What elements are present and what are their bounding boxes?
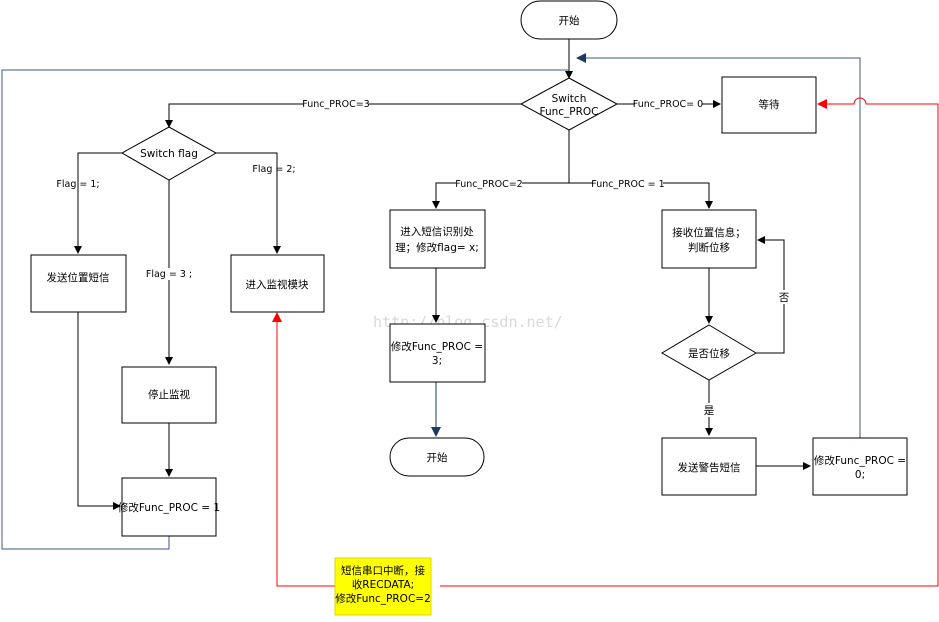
edge-label-yes: 是 <box>704 405 715 417</box>
modify-proc-1-label: 修改Func_PROC = 1 <box>118 501 220 514</box>
node-labels: 开始 Switch Func_PROC 等待 Switch flag 发送位置短… <box>47 14 907 605</box>
start-bottom-label: 开始 <box>427 451 448 464</box>
interrupt-box <box>334 557 432 616</box>
edge-label-proc3: Func_PROC=3 <box>302 99 369 110</box>
modify-proc-0-label-1: 修改Func_PROC = <box>814 454 906 467</box>
send-alarm-box <box>661 437 757 496</box>
edge-label-flag3: Flag = 3 ; <box>146 269 192 280</box>
edge-label-proc1: Func_PROC = 1 <box>591 179 664 190</box>
sms-process-label-1: 进入短信识别处 <box>400 225 474 238</box>
modify-proc-3-box <box>389 323 486 383</box>
edge-label-flag2: Flag = 2; <box>252 164 295 175</box>
edge-label-no: 否 <box>779 292 790 304</box>
edge-label-flag1: Flag = 1; <box>56 179 99 190</box>
edge-modify1-loop-back <box>1 69 569 550</box>
modify-proc-0-box <box>812 437 908 496</box>
switch-proc-label-1: Switch <box>552 93 587 105</box>
edge-label-proc0: Func_PROC= 0 <box>633 99 703 110</box>
edge-proc2-to-sms <box>432 182 569 209</box>
edge-label-proc2: Func_PROC=2 <box>455 179 522 190</box>
wait-box <box>721 76 817 134</box>
wait-label: 等待 <box>759 98 780 111</box>
edge-flag2 <box>216 152 281 254</box>
edge-labels: Func_PROC=3 Func_PROC= 0 Func_PROC=2 Fun… <box>56 98 791 417</box>
modify-proc-3-label-2: 3; <box>432 355 442 367</box>
edge-interrupt-to-wait <box>440 97 939 587</box>
interrupt-label-3: 修改Func_PROC=2 <box>335 592 431 605</box>
enter-monitor-box <box>230 254 325 313</box>
edge-modify0-loop-back <box>576 53 861 438</box>
modify-proc-1-box <box>121 477 217 537</box>
edge-send-to-modify1 <box>77 312 121 510</box>
stop-monitor-label: 停止监视 <box>148 388 190 401</box>
sms-process-box <box>389 209 486 269</box>
send-location-sms-box <box>30 254 127 313</box>
edge-flag1 <box>74 152 122 254</box>
receive-location-label-1: 接收位置信息； <box>672 226 746 239</box>
start-terminal-bottom <box>389 437 485 477</box>
start-terminal-top <box>520 0 618 40</box>
switch-proc-label-2: Func_PROC <box>539 106 598 118</box>
send-location-sms-label: 发送位置短信 <box>47 271 110 284</box>
edge-proc3-to-switch-flag <box>165 103 521 128</box>
modify-proc-0-label-2: 0; <box>855 469 865 481</box>
switch-flag-label: Switch flag <box>140 148 198 160</box>
edge-interrupt-to-monitor <box>272 312 335 587</box>
sms-process-label-2: 理；修改flag= x; <box>395 241 479 254</box>
modify-proc-3-label-1: 修改Func_PROC = <box>391 340 483 353</box>
start-top-label: 开始 <box>559 14 580 27</box>
enter-monitor-label: 进入监视模块 <box>246 278 309 291</box>
send-alarm-label: 发送警告短信 <box>678 461 741 474</box>
interrupt-label-1: 短信串口中断，接 <box>341 564 425 577</box>
receive-location-box <box>661 209 757 269</box>
loop-edges <box>1 53 861 550</box>
stop-monitor-box <box>121 366 217 424</box>
interrupt-label-2: 收RECDATA; <box>352 578 414 591</box>
switch-proc-decision <box>519 77 619 131</box>
receive-location-label-2: 判断位移 <box>688 241 730 254</box>
interrupt-edges <box>272 97 939 587</box>
is-moved-decision <box>661 324 757 381</box>
switch-flag-decision <box>120 126 218 181</box>
is-moved-label: 是否位移 <box>688 347 730 360</box>
nodes <box>30 0 908 616</box>
